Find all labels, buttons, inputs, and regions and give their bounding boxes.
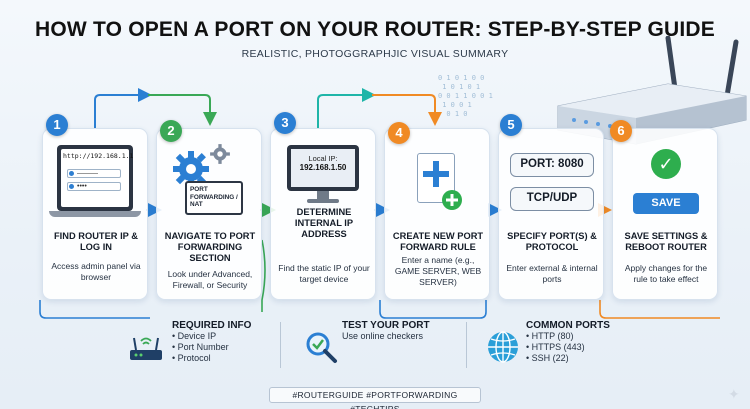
step-badge-5: 5 — [500, 114, 522, 136]
step-badge-6: 6 — [610, 120, 632, 142]
divider — [466, 322, 467, 368]
step-badge-3: 3 — [274, 112, 296, 134]
step-desc: Find the static IP of your target device — [278, 263, 370, 284]
user-icon — [69, 171, 74, 176]
local-ip-value: 192.168.1.50 — [299, 163, 347, 172]
step-title: FIND ROUTER IP & LOG IN — [53, 231, 139, 252]
step-card-6: ✓ SAVE SAVE SETTINGS & REBOOT ROUTER App… — [612, 128, 718, 300]
step-desc: Look under Advanced, Firewall, or Securi… — [167, 269, 253, 290]
check-icon: ✓ — [651, 149, 681, 179]
gear-small-icon — [210, 144, 230, 164]
port-forwarding-screen: PORT FORWARDING / NAT — [185, 181, 243, 215]
step-title: DETERMINE INTERNAL IP ADDRESS — [294, 207, 354, 239]
monitor-foot — [307, 199, 339, 203]
step-title: NAVIGATE TO PORT FORWARDING SECTION — [164, 231, 256, 263]
step-badge-1: 1 — [46, 114, 68, 136]
required-info: REQUIRED INFO Device IP Port Number Prot… — [172, 320, 251, 364]
monitor-icon: Local IP: 192.168.1.50 — [287, 145, 359, 191]
step-desc: Access admin panel via browser — [51, 261, 141, 282]
port-item: SSH (22) — [526, 353, 610, 364]
username-value: ——— — [77, 170, 98, 177]
step-card-2: PORT FORWARDING / NAT NAVIGATE TO PORT F… — [156, 128, 262, 300]
lock-icon — [69, 184, 74, 189]
port-field: PORT: 8080 — [510, 153, 594, 177]
page-title: HOW TO OPEN A PORT ON YOUR ROUTER: STEP-… — [35, 18, 715, 41]
required-item: Protocol — [172, 353, 251, 364]
divider — [280, 322, 281, 368]
hashtags: #ROUTERGUIDE #PORTFORWARDING #TECHTIPS — [269, 387, 481, 409]
step-desc: Enter a name (e.g., GAME SERVER, WEB SER… — [394, 255, 482, 287]
binary-decoration: 0 1 0 1 0 0 1 0 1 0 1 0 0 1 1 0 0 1 1 0 … — [438, 74, 493, 118]
screen-text: PORT FORWARDING / NAT — [190, 186, 238, 208]
magnifier-check-icon — [306, 332, 337, 363]
router-url: http://192.168.1.1 — [63, 152, 134, 160]
port-item: HTTPS (443) — [526, 342, 610, 353]
step-title: SPECIFY PORT(S) & PROTOCOL — [507, 231, 597, 252]
common-ports-info: COMMON PORTS HTTP (80) HTTPS (443) SSH (… — [526, 320, 610, 364]
page-subtitle: REALISTIC, PHOTOGGRAPHJIC VISUAL SUMMARY — [241, 48, 509, 60]
common-heading: COMMON PORTS — [526, 320, 610, 331]
step-badge-2: 2 — [160, 120, 182, 142]
monitor-stand — [317, 191, 329, 199]
required-item: Device IP — [172, 331, 251, 342]
step-desc: Enter external & internal ports — [506, 263, 598, 284]
step-card-5: PORT: 8080 TCP/UDP SPECIFY PORT(S) & PRO… — [498, 128, 604, 300]
plus-icon — [423, 161, 449, 187]
laptop-icon: http://192.168.1.1 ——— •••• — [57, 145, 133, 211]
password-field: •••• — [67, 182, 121, 191]
required-heading: REQUIRED INFO — [172, 320, 252, 331]
save-button[interactable]: SAVE — [633, 193, 699, 214]
test-heading: TEST YOUR PORT — [342, 320, 430, 331]
required-item: Port Number — [172, 342, 251, 353]
step-desc: Apply changes for the rule to take effec… — [624, 263, 708, 284]
laptop-base — [49, 211, 141, 217]
step-title: SAVE SETTINGS & REBOOT ROUTER — [624, 231, 708, 252]
test-text: Use online checkers — [342, 331, 424, 341]
password-value: •••• — [77, 183, 87, 190]
router-small-icon — [130, 337, 162, 360]
step-badge-4: 4 — [388, 122, 410, 144]
step-title: CREATE NEW PORT FORWARD RULE — [392, 231, 484, 252]
protocol-field: TCP/UDP — [510, 187, 594, 211]
sparkle-icon: ✦ — [728, 386, 740, 402]
globe-icon — [488, 331, 518, 363]
test-port-info: TEST YOUR PORT Use online checkers — [342, 320, 430, 341]
step-card-4: CREATE NEW PORT FORWARD RULE Enter a nam… — [384, 128, 490, 300]
local-ip-label: Local IP: — [308, 154, 338, 163]
port-item: HTTP (80) — [526, 331, 610, 342]
step-card-1: http://192.168.1.1 ——— •••• FIND ROUTER … — [42, 128, 148, 300]
step-card-3: Local IP: 192.168.1.50 DETERMINE INTERNA… — [270, 128, 376, 300]
plus-circle-icon — [442, 190, 462, 210]
username-field: ——— — [67, 169, 121, 178]
